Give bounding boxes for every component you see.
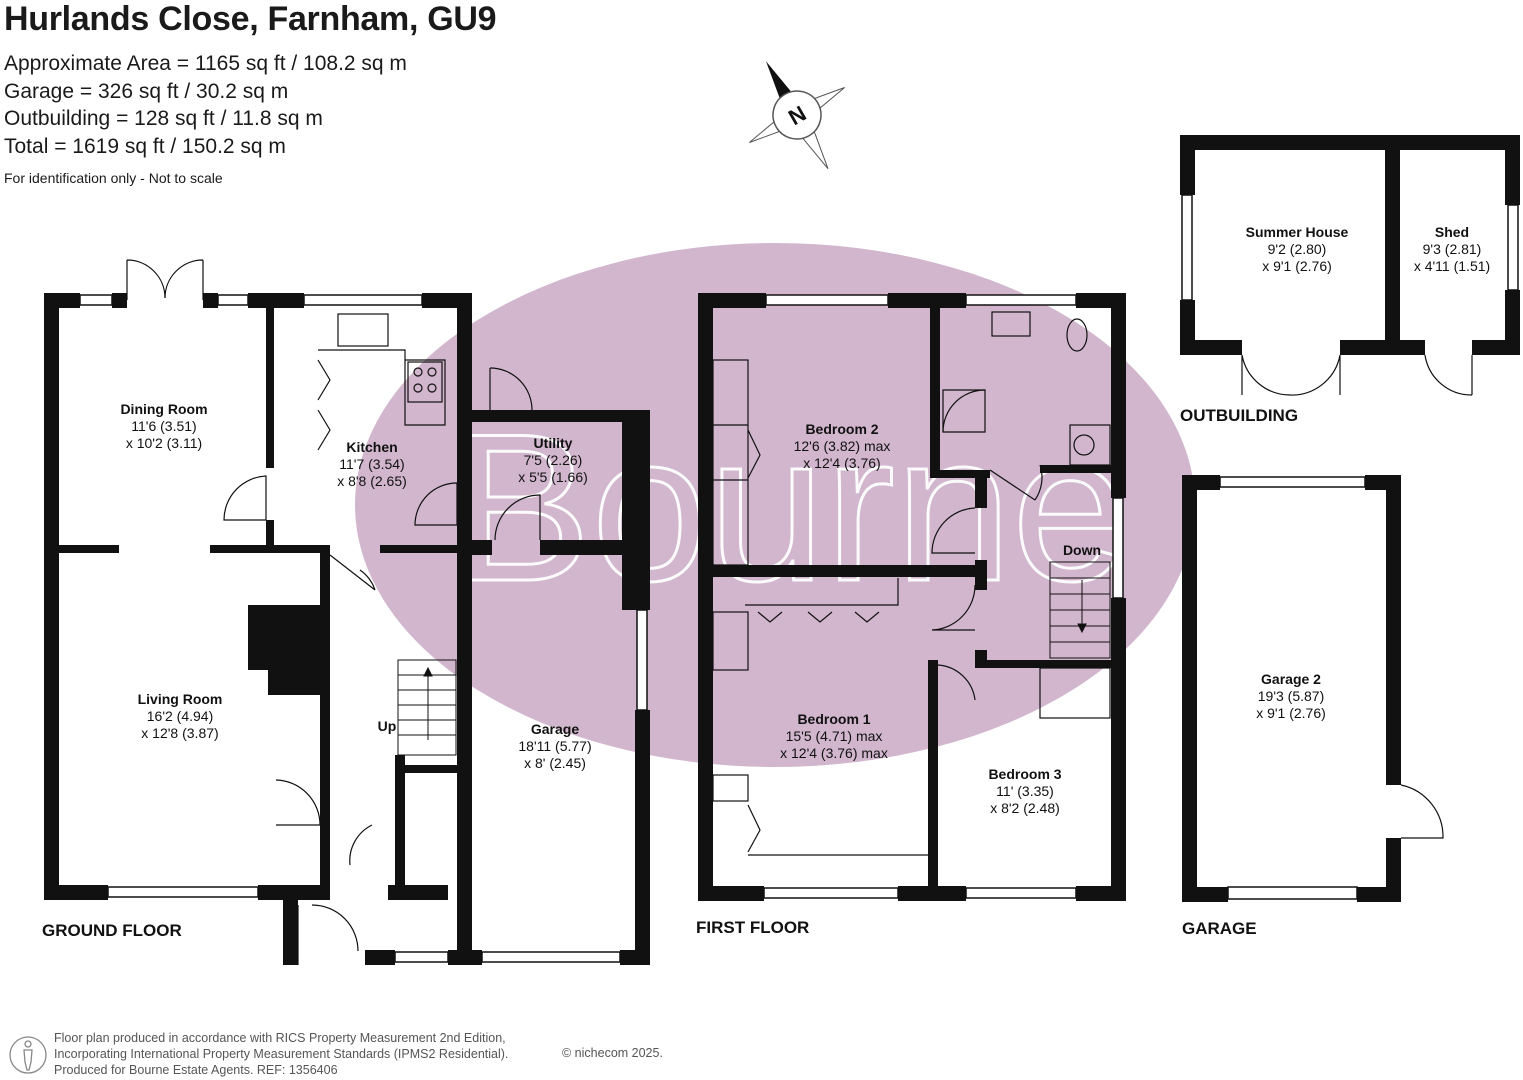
room-dim1-summer: 9'2 (2.80) bbox=[1268, 241, 1327, 257]
footer-line-2: Incorporating International Property Mea… bbox=[54, 1047, 509, 1061]
floor-label-outbuilding: OUTBUILDING bbox=[1180, 406, 1298, 425]
ground-floor-windows bbox=[79, 294, 648, 963]
room-dim1-dining: 11'6 (3.51) bbox=[131, 418, 196, 434]
watermark-text: Bourne bbox=[451, 390, 1128, 625]
room-name-shed: Shed bbox=[1435, 224, 1469, 240]
room-label-bed1: Bedroom 1 15'5 (4.71) max x 12'4 (3.76) … bbox=[780, 711, 888, 761]
room-dim2-summer: x 9'1 (2.76) bbox=[1262, 258, 1332, 274]
room-name-garage2: Garage 2 bbox=[1261, 671, 1321, 687]
outbuilding-walls bbox=[1180, 135, 1520, 355]
floor-label-first: FIRST FLOOR bbox=[696, 918, 809, 937]
room-name-dining: Dining Room bbox=[120, 401, 207, 417]
room-name-utility: Utility bbox=[534, 435, 573, 451]
room-name-garage: Garage bbox=[531, 721, 579, 737]
room-dim2-garage: x 8' (2.45) bbox=[524, 755, 586, 771]
room-name-summer: Summer House bbox=[1246, 224, 1349, 240]
stairs-up bbox=[397, 659, 457, 756]
room-dim1-bed1: 15'5 (4.71) max bbox=[786, 728, 883, 744]
room-dim1-living: 16'2 (4.94) bbox=[147, 708, 214, 724]
outbuilding-area: Outbuilding = 128 sq ft / 11.8 sq m bbox=[4, 107, 323, 130]
total-area: Total = 1619 sq ft / 150.2 sq m bbox=[4, 135, 286, 158]
room-name-kitchen: Kitchen bbox=[346, 439, 397, 455]
copyright: © nichecom 2025. bbox=[562, 1046, 663, 1060]
room-label-living: Living Room 16'2 (4.94) x 12'8 (3.87) bbox=[138, 691, 223, 741]
room-dim2-dining: x 10'2 (3.11) bbox=[126, 435, 202, 451]
north-compass-icon: N bbox=[749, 61, 845, 170]
room-label-kitchen: Kitchen 11'7 (3.54) x 8'8 (2.65) bbox=[337, 439, 407, 489]
footer-line-1: Floor plan produced in accordance with R… bbox=[54, 1031, 506, 1045]
room-label-bed2: Bedroom 2 12'6 (3.82) max x 12'4 (3.76) bbox=[794, 421, 891, 471]
stairs-down-label: Down bbox=[1063, 542, 1101, 558]
approximate-area: Approximate Area = 1165 sq ft / 108.2 sq… bbox=[4, 52, 407, 75]
garage-area: Garage = 326 sq ft / 30.2 sq m bbox=[4, 80, 289, 103]
room-dim2-bed3: x 8'2 (2.48) bbox=[990, 800, 1060, 816]
kitchen-fittings bbox=[317, 313, 446, 451]
outbuilding-windows bbox=[1181, 194, 1519, 301]
person-icon bbox=[9, 1036, 47, 1074]
room-label-utility: Utility 7'5 (2.26) x 5'5 (1.66) bbox=[518, 435, 588, 485]
page-title: Hurlands Close, Farnham, GU9 bbox=[4, 0, 497, 38]
floor-label-ground: GROUND FLOOR bbox=[42, 921, 182, 940]
room-label-garage: Garage 18'11 (5.77) x 8' (2.45) bbox=[518, 721, 591, 771]
footer-line-3: Produced for Bourne Estate Agents. REF: … bbox=[54, 1063, 338, 1077]
room-dim2-bed1: x 12'4 (3.76) max bbox=[780, 745, 888, 761]
room-name-bed2: Bedroom 2 bbox=[805, 421, 878, 437]
room-name-bed1: Bedroom 1 bbox=[797, 711, 870, 727]
ground-floor-walls bbox=[44, 293, 650, 965]
room-dim1-utility: 7'5 (2.26) bbox=[524, 452, 583, 468]
room-label-summer: Summer House 9'2 (2.80) x 9'1 (2.76) bbox=[1246, 224, 1349, 274]
room-name-bed3: Bedroom 3 bbox=[988, 766, 1061, 782]
room-label-bed3: Bedroom 3 11' (3.35) x 8'2 (2.48) bbox=[988, 766, 1061, 816]
ground-floor-doors bbox=[126, 259, 541, 965]
garage2-door bbox=[1400, 784, 1444, 839]
room-dim2-kitchen: x 8'8 (2.65) bbox=[337, 473, 407, 489]
watermark-ellipse bbox=[355, 243, 1195, 767]
stairs-down bbox=[1049, 561, 1111, 659]
first-floor-windows bbox=[763, 294, 1124, 899]
room-label-garage2: Garage 2 19'3 (5.87) x 9'1 (2.76) bbox=[1256, 671, 1326, 721]
room-name-living: Living Room bbox=[138, 691, 223, 707]
first-floor-fittings bbox=[712, 311, 1111, 856]
garage2-walls bbox=[1182, 475, 1401, 902]
footer-text: Floor plan produced in accordance with R… bbox=[54, 1030, 508, 1078]
floor-label-garage: GARAGE bbox=[1182, 919, 1257, 938]
scale-note: For identification only - Not to scale bbox=[4, 170, 223, 186]
room-label-shed: Shed 9'3 (2.81) x 4'11 (1.51) bbox=[1414, 224, 1490, 274]
outbuilding-doors bbox=[1241, 354, 1473, 396]
room-dim1-shed: 9'3 (2.81) bbox=[1423, 241, 1482, 257]
room-dim1-bed3: 11' (3.35) bbox=[996, 783, 1054, 799]
room-dim1-garage2: 19'3 (5.87) bbox=[1258, 688, 1325, 704]
first-floor-walls bbox=[698, 293, 1126, 901]
room-dim2-living: x 12'8 (3.87) bbox=[141, 725, 218, 741]
room-dim2-shed: x 4'11 (1.51) bbox=[1414, 258, 1490, 274]
stairs-up-label: Up bbox=[378, 718, 397, 734]
room-dim2-garage2: x 9'1 (2.76) bbox=[1256, 705, 1326, 721]
room-dim1-garage: 18'11 (5.77) bbox=[518, 738, 591, 754]
room-dim1-kitchen: 11'7 (3.54) bbox=[339, 456, 404, 472]
room-label-dining: Dining Room 11'6 (3.51) x 10'2 (3.11) bbox=[120, 401, 207, 451]
room-dim2-bed2: x 12'4 (3.76) bbox=[803, 455, 880, 471]
garage2-windows bbox=[1219, 476, 1366, 900]
room-dim1-bed2: 12'6 (3.82) max bbox=[794, 438, 891, 454]
room-dim2-utility: x 5'5 (1.66) bbox=[518, 469, 588, 485]
